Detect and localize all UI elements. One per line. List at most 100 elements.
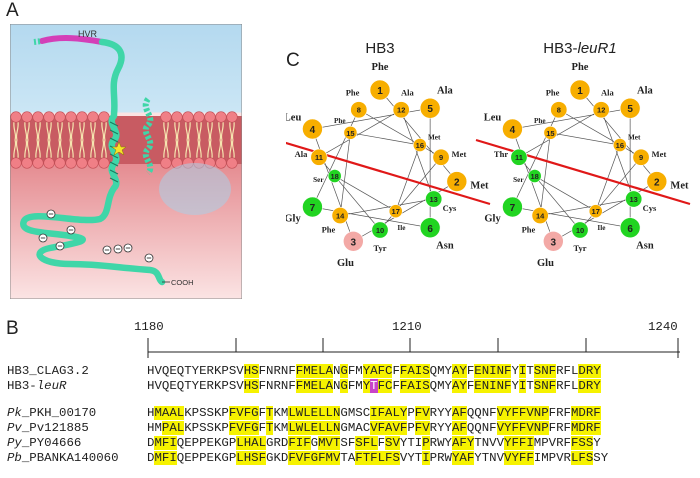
residue-label: Glu <box>337 258 354 269</box>
residue-label: Phe <box>572 62 589 73</box>
residue-label: Ser <box>513 176 524 184</box>
residue-number: 9 <box>639 153 643 162</box>
negative-charges <box>38 209 154 263</box>
membrane-topology-panel: HVR COOH <box>9 23 243 300</box>
residue-number: 11 <box>515 153 523 162</box>
wheel-title: HB3-leuR1 <box>543 40 616 57</box>
residue-label: Met <box>670 181 689 192</box>
residue-number: 13 <box>630 195 638 204</box>
residue-label: Met <box>628 134 641 142</box>
residue-label: Ala <box>295 149 309 159</box>
panel-label-c: C <box>286 50 300 71</box>
residue-label: Asn <box>436 240 454 251</box>
wheel-residue: 16 Met <box>612 134 641 152</box>
wheel-residue: 1 Phe <box>569 62 591 101</box>
residue-number: 16 <box>616 141 624 150</box>
wheel-title: HB3 <box>365 40 394 57</box>
ruler-label-end: 1240 <box>648 320 678 334</box>
residue-number: 16 <box>416 141 424 150</box>
residue-number: 10 <box>376 226 384 235</box>
ruler-label-start: 1180 <box>134 320 164 334</box>
wheel-connector <box>311 89 458 242</box>
residue-label: Tyr <box>373 243 386 253</box>
residue-label: Ser <box>313 176 324 184</box>
alignment-row-name: Py_PY04666 <box>7 436 82 450</box>
second-transmembrane-helix <box>142 97 154 176</box>
residue-number: 2 <box>654 178 660 189</box>
alignment-row-name: HB3-leuR <box>7 379 67 393</box>
charge-icon <box>46 209 56 219</box>
membrane-core <box>10 116 242 164</box>
alignment-ruler <box>147 338 680 358</box>
residue-number: 10 <box>576 226 584 235</box>
residue-number: 6 <box>627 224 633 235</box>
alignment-row-sequence: HMAALKPSSKPFVFGFTKMLWLELLNGMSCIFALYPFVRY… <box>147 406 601 420</box>
residue-number: 12 <box>597 106 605 115</box>
charge-icon <box>123 243 133 253</box>
cooh-label: COOH <box>171 278 194 287</box>
residue-number: 7 <box>510 203 516 214</box>
residue-label: Gly <box>286 214 301 225</box>
alignment-row-sequence: HMPALKPSSKPFVFGFTKMLWLELLNGMACVFAVFPFVRY… <box>147 421 601 435</box>
residue-number: 15 <box>546 129 554 138</box>
hydrophobic-axis <box>475 138 691 206</box>
panel-label-b: B <box>6 318 19 339</box>
residue-label: Ala <box>401 88 415 98</box>
alignment-row-name: HB3_CLAG3.2 <box>7 364 89 378</box>
residue-number: 6 <box>427 224 433 235</box>
residue-label: Phe <box>534 117 546 125</box>
charge-icon <box>66 225 76 235</box>
residue-number: 5 <box>627 104 633 115</box>
residue-label: Ile <box>397 224 405 232</box>
residue-number: 1 <box>577 86 583 97</box>
residue-label: Phe <box>334 117 346 125</box>
residue-label: Phe <box>372 62 389 73</box>
charge-icon <box>102 245 112 255</box>
alignment-row-sequence: HVQEQTYERKPSVHSFNRNFFMELANGFMYAFCFFAISQM… <box>147 364 601 378</box>
residue-number: 2 <box>454 178 460 189</box>
residue-number: 8 <box>357 106 361 115</box>
residue-label: Met <box>652 149 667 159</box>
residue-number: 18 <box>531 172 539 181</box>
residue-label: Phe <box>346 88 360 98</box>
residue-number: 5 <box>427 104 433 115</box>
mutation-star-icon <box>111 141 127 156</box>
wheel-residue: 18 Ser <box>513 169 542 184</box>
wheel-residue: 11 Thr <box>494 148 528 166</box>
residue-number: 8 <box>557 106 561 115</box>
residue-number: 3 <box>551 237 557 248</box>
residue-number: 13 <box>430 195 438 204</box>
alignment-row-sequence: DMFIQEPPEKGPLHSFGKDFVFGFMVTAFTFLFSVYTIPR… <box>147 451 609 465</box>
alignment-row-name: Pv_Pv121885 <box>7 421 89 435</box>
residue-number: 15 <box>346 129 354 138</box>
n-terminus-stub <box>33 38 43 45</box>
alignment-row-name: Pb_PBANKA140060 <box>7 451 119 465</box>
residue-label: Ile <box>597 224 605 232</box>
hvr-label: HVR <box>78 29 98 39</box>
residue-label: Cys <box>643 203 657 213</box>
sequence-alignment-panel: 1180 1210 1240 HB3_CLAG3.2 HVQEQTYERKPSVH… <box>0 320 700 478</box>
residue-label: Thr <box>494 149 508 159</box>
ruler-label-mid: 1210 <box>392 320 422 334</box>
